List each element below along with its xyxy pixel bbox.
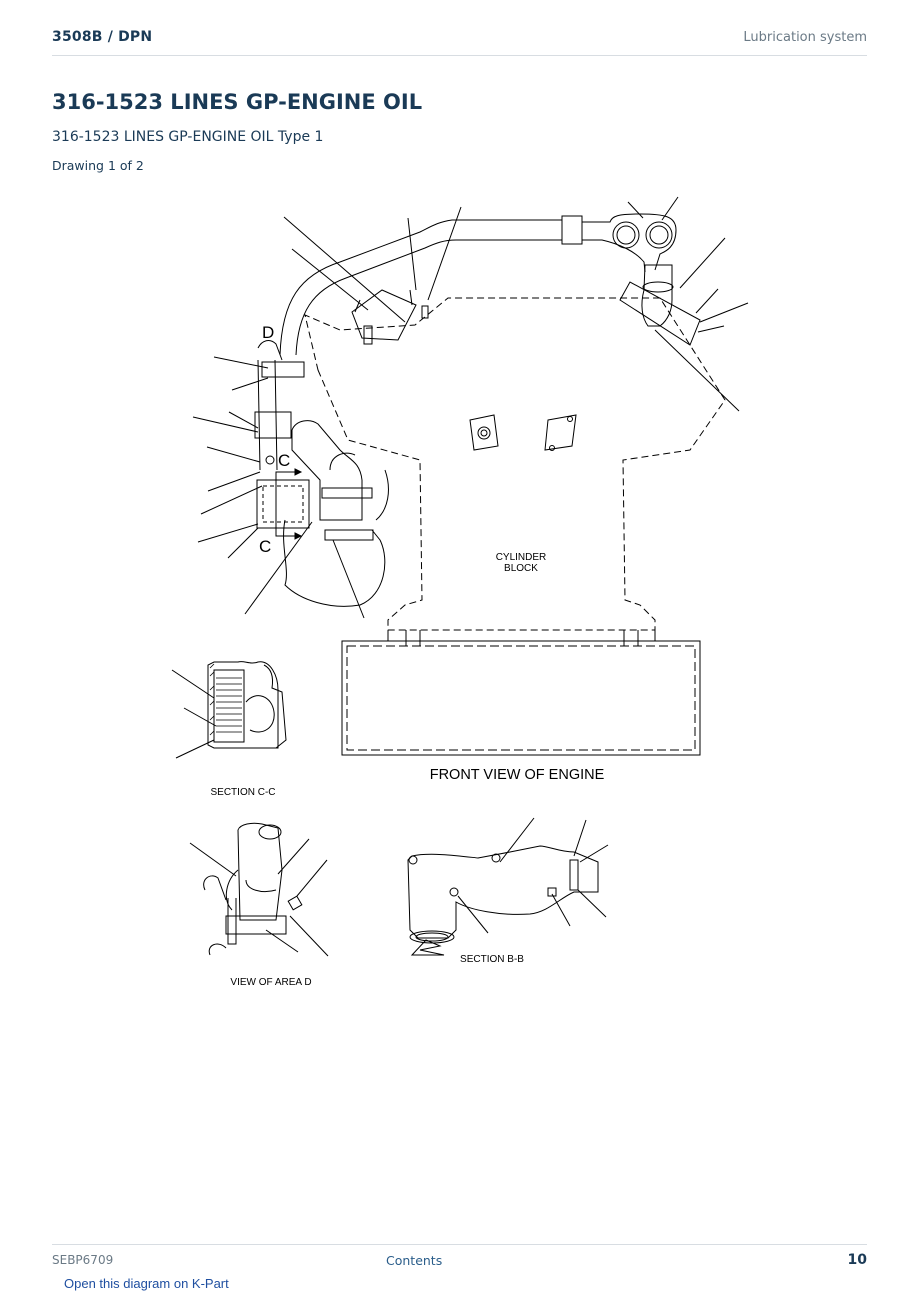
page-subtitle: 316-1523 LINES GP-ENGINE OIL Type 1 — [52, 129, 324, 145]
engine-oil-lines-diagram: D C C CYLINDER BLOCK FRONT VIEW OF ENGIN… — [171, 196, 749, 988]
section-bb-caption: SECTION B-B — [460, 954, 524, 965]
c-marker-top: C — [278, 451, 290, 470]
view-area-d-caption: VIEW OF AREA D — [230, 977, 311, 988]
drawing-counter: Drawing 1 of 2 — [52, 158, 144, 173]
front-view-engine-drawing — [192, 196, 749, 756]
contents-link[interactable]: Contents — [386, 1253, 443, 1268]
cylinder-block-label-line2: BLOCK — [504, 563, 538, 574]
view-area-d-drawing — [189, 822, 329, 957]
section-bb-drawing — [407, 817, 609, 956]
header-divider — [52, 55, 867, 56]
section-cc-caption: SECTION C-C — [211, 787, 276, 798]
footer-divider — [52, 1244, 867, 1245]
d-marker: D — [262, 323, 274, 342]
section-cc-drawing — [171, 661, 287, 759]
c-marker-bottom: C — [259, 537, 271, 556]
document-id: SEBP6709 — [52, 1253, 114, 1267]
page-title: 316-1523 LINES GP-ENGINE OIL — [52, 90, 423, 114]
cylinder-block-label-line1: CYLINDER — [496, 552, 547, 563]
kpart-diagram-link[interactable]: Open this diagram on K-Part — [64, 1276, 229, 1291]
page-number: 10 — [847, 1252, 867, 1268]
section-name-header: Lubrication system — [743, 30, 867, 45]
front-view-caption: FRONT VIEW OF ENGINE — [430, 767, 605, 783]
document-model-header: 3508B / DPN — [52, 29, 153, 45]
